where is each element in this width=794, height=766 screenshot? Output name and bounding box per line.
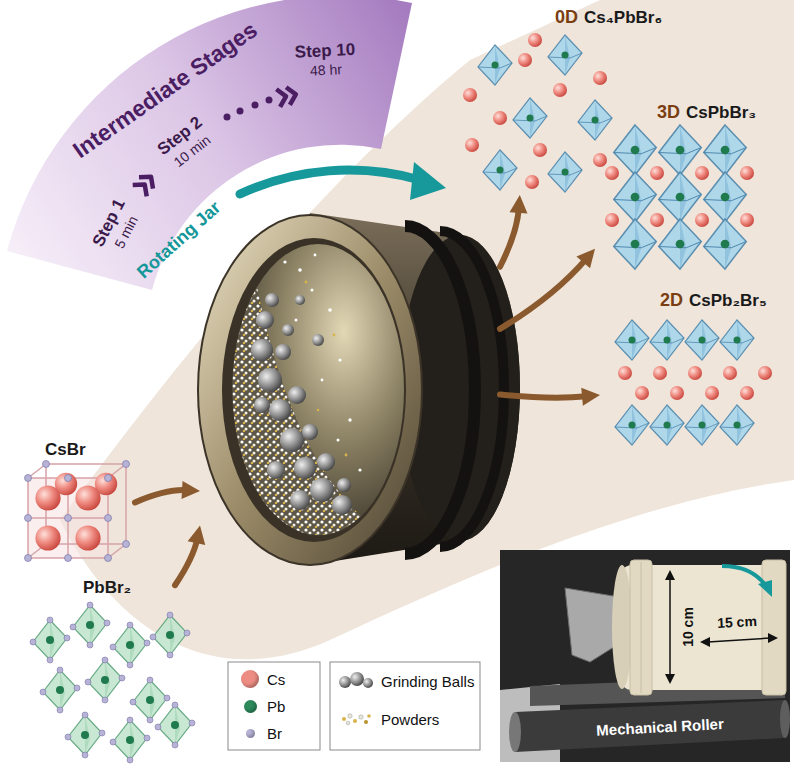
legend-symbol <box>338 671 374 691</box>
legend-label: Pb <box>267 698 285 715</box>
dimension-label: 10 cm <box>680 607 696 647</box>
flow-arrow <box>500 388 600 406</box>
legend-swatch-box <box>338 670 374 692</box>
legend-label: Grinding Balls <box>381 673 474 690</box>
legend-entry: Cs <box>240 668 285 690</box>
dimension-tag: 0D <box>555 7 578 28</box>
legend-swatch-box <box>240 668 260 690</box>
product-structure: 3D CsPbBr₃ <box>595 100 785 275</box>
arrow-shaft <box>500 394 587 397</box>
legend-swatch-box <box>338 708 374 730</box>
legend-swatch-box <box>240 695 260 717</box>
product-structure: 0D Cs₄PbBr₆ <box>455 5 695 195</box>
label-row: PbBr₂ <box>83 578 131 598</box>
node-label: CsBr <box>45 440 86 460</box>
label-row: 3D CsPbBr₃ <box>657 102 756 123</box>
dimension-tag: 2D <box>660 290 683 311</box>
legend-label: Br <box>267 725 282 742</box>
step-label: Step 10 <box>294 40 355 63</box>
legend-swatch <box>246 729 255 738</box>
legend-entry: Pb <box>240 695 285 717</box>
step-time: 48 hr <box>309 61 342 79</box>
arrow-shaft <box>135 490 187 502</box>
product-structure: 2D CsPb₂Br₅ <box>600 288 790 458</box>
flow-arrow <box>500 249 595 329</box>
legend-entry: Powders <box>338 708 439 730</box>
arrow-shaft <box>500 208 519 267</box>
label-row: CsBr <box>45 440 86 460</box>
formula-label: Cs₄PbBr₆ <box>584 8 662 28</box>
formula-label: CsPbBr₃ <box>686 103 756 123</box>
flow-arrow <box>500 195 527 267</box>
legend-label: Powders <box>381 711 439 728</box>
stage-band: Intermediate Stages <box>0 0 420 360</box>
legend-swatch-box <box>240 722 260 744</box>
dimension-label: 15 cm <box>717 613 757 631</box>
part-label: Mechanical Roller <box>596 715 724 739</box>
precursor-structure: PbBr₂ <box>15 578 175 758</box>
legend-entry: Br <box>240 722 282 744</box>
arrow-shaft <box>500 259 587 329</box>
legend-label: Cs <box>267 671 285 688</box>
formula-label: CsPb₂Br₅ <box>689 291 767 311</box>
arrow-shaft <box>175 538 197 585</box>
node-label: PbBr₂ <box>83 578 131 598</box>
flow-arrow <box>135 481 200 503</box>
flow-arrow <box>175 526 205 586</box>
precursor-structure: CsBr <box>15 440 135 565</box>
label-row: 0D Cs₄PbBr₆ <box>555 7 662 28</box>
dimension-tag: 3D <box>657 102 680 123</box>
label-row: 2D CsPb₂Br₅ <box>660 290 767 311</box>
legend-symbol <box>338 709 374 729</box>
legend-swatch <box>241 670 259 688</box>
milling-jar: Rotating Jar <box>200 215 500 560</box>
legend-entry: Grinding Balls <box>338 670 474 692</box>
legend-swatch <box>244 700 257 713</box>
